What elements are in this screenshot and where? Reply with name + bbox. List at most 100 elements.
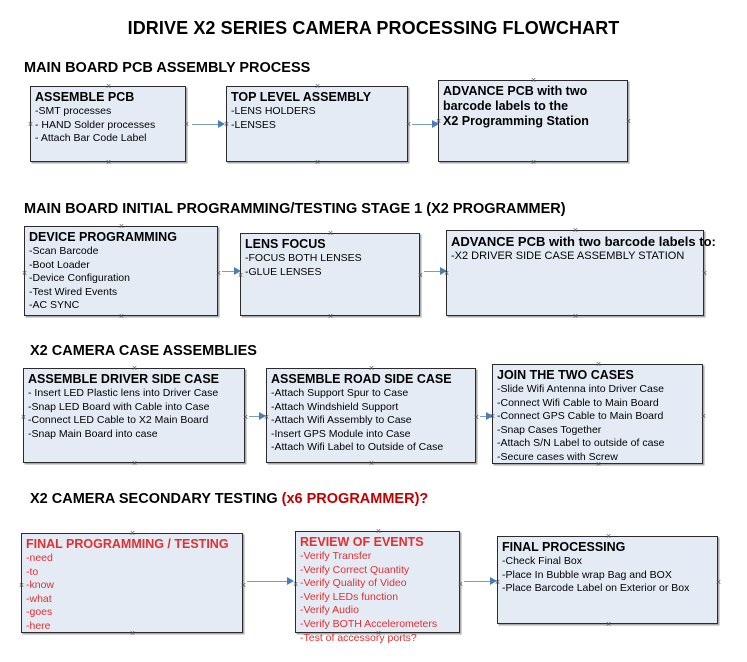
- section-heading-x2-camera-secondary-testing: X2 CAMERA SECONDARY TESTING (x6 PROGRAMM…: [30, 491, 428, 507]
- connection-handle-right[interactable]: [473, 414, 480, 421]
- node-line: -Snap LED Board with Cable into Case: [28, 400, 210, 413]
- connection-handle-right[interactable]: [417, 272, 424, 279]
- connection-handle-top[interactable]: [129, 530, 136, 537]
- node-title: ASSEMBLE ROAD SIDE CASE: [271, 372, 452, 386]
- node-assemble-road-side-case[interactable]: ASSEMBLE ROAD SIDE CASE -Attach Support …: [266, 368, 476, 463]
- node-line: -Secure cases with Screw: [497, 450, 618, 463]
- node-line: -LENS HOLDERS: [231, 105, 316, 117]
- page-title: IDRIVE X2 SERIES CAMERA PROCESSING FLOWC…: [127, 18, 620, 38]
- connection-handle-top[interactable]: [375, 528, 382, 535]
- node-join-the-two-cases[interactable]: JOIN THE TWO CASES -Slide Wifi Antenna i…: [492, 364, 703, 464]
- node-line: -Connect Wifi Cable to Main Board: [497, 396, 659, 409]
- node-line: -Snap Main Board into case: [28, 427, 158, 440]
- connector-final-programming-to-review: [247, 581, 291, 582]
- connection-handle-left[interactable]: [263, 414, 270, 421]
- node-assemble-driver-side-case[interactable]: ASSEMBLE DRIVER SIDE CASE - Insert LED P…: [23, 368, 245, 463]
- node-line: -AC SYNC: [29, 299, 80, 312]
- connector-assemble-pcb-to-top-level: [192, 124, 220, 125]
- node-title: ASSEMBLE DRIVER SIDE CASE: [28, 372, 220, 386]
- node-title-line3: X2 Programming Station: [443, 114, 589, 128]
- node-line: -Test Wired Events: [29, 285, 118, 298]
- node-final-programming-testing[interactable]: FINAL PROGRAMMING / TESTING -need -to -k…: [21, 533, 243, 633]
- connection-handle-bottom[interactable]: [530, 159, 537, 166]
- connection-handle-right[interactable]: [715, 579, 722, 586]
- connection-handle-left[interactable]: [443, 270, 450, 277]
- node-title: REVIEW OF EVENTS: [300, 535, 424, 549]
- connection-handle-top[interactable]: [131, 365, 138, 372]
- node-line: -Verify Quality of Video: [300, 577, 407, 590]
- node-advance-pcb-x2-station[interactable]: ADVANCE PCB with two barcode labels to t…: [438, 80, 628, 162]
- node-lens-focus[interactable]: LENS FOCUS -FOCUS BOTH LENSES -GLUE LENS…: [240, 233, 420, 316]
- node-top-level-assembly[interactable]: TOP LEVEL ASSEMBLY -LENS HOLDERS -LENSES: [226, 86, 408, 162]
- connection-handle-left[interactable]: [237, 272, 244, 279]
- connection-handle-left[interactable]: [20, 414, 27, 421]
- connection-handle-top[interactable]: [530, 77, 537, 84]
- connection-handle-left[interactable]: [292, 581, 299, 588]
- connection-handle-right[interactable]: [700, 413, 707, 420]
- connection-handle-right[interactable]: [405, 121, 412, 128]
- node-device-programming[interactable]: DEVICE PROGRAMMING -Scan Barcode -Boot L…: [24, 226, 218, 316]
- node-line: - HAND Solder processes: [35, 118, 156, 131]
- connection-handle-bottom[interactable]: [368, 460, 375, 467]
- connection-handle-bottom[interactable]: [118, 313, 125, 320]
- connection-handle-bottom[interactable]: [595, 461, 602, 468]
- connection-handle-bottom[interactable]: [105, 159, 112, 166]
- node-line: -goes: [26, 606, 53, 619]
- node-line: -Attach S/N Label to outside of case: [497, 437, 665, 450]
- connection-handle-left[interactable]: [494, 579, 501, 586]
- connection-handle-left[interactable]: [21, 270, 28, 277]
- node-final-processing[interactable]: FINAL PROCESSING -Check Final Box -Place…: [497, 536, 718, 624]
- connection-handle-top[interactable]: [595, 361, 602, 368]
- connection-handle-bottom[interactable]: [375, 630, 382, 637]
- section-heading-x2-camera-case-assemblies: X2 CAMERA CASE ASSEMBLIES: [30, 343, 257, 359]
- connection-handle-bottom[interactable]: [327, 313, 334, 320]
- connection-handle-left[interactable]: [27, 121, 34, 128]
- connection-handle-top[interactable]: [327, 230, 334, 237]
- connection-handle-bottom[interactable]: [131, 460, 138, 467]
- connection-handle-right[interactable]: [215, 270, 222, 277]
- node-line: -Boot Loader: [29, 258, 90, 271]
- node-line: -Verify Correct Quantity: [300, 563, 410, 576]
- node-title: LENS FOCUS: [245, 237, 326, 251]
- node-title: ADVANCE PCB with two barcode labels to:: [451, 234, 716, 249]
- node-line: -Attach Wifi Label to Outside of Case: [271, 441, 444, 454]
- connection-handle-top[interactable]: [118, 223, 125, 230]
- node-review-of-events[interactable]: REVIEW OF EVENTS -Verify Transfer -Verif…: [292, 528, 460, 644]
- node-line-overflow: -Test of accessory ports?: [300, 631, 417, 644]
- connection-handle-left[interactable]: [489, 413, 496, 420]
- connection-handle-right[interactable]: [183, 121, 190, 128]
- node-title: FINAL PROCESSING: [502, 540, 626, 554]
- connection-handle-bottom[interactable]: [129, 630, 136, 637]
- node-line: -X2 DRIVER SIDE CASE ASSEMBLY STATION: [451, 250, 685, 262]
- connection-handle-top[interactable]: [314, 83, 321, 90]
- node-line: -Attach Support Spur to Case: [271, 387, 409, 399]
- connection-handle-right[interactable]: [625, 118, 632, 125]
- connection-handle-bottom[interactable]: [605, 621, 612, 628]
- connection-handle-right[interactable]: [242, 414, 249, 421]
- connection-handle-top[interactable]: [605, 533, 612, 540]
- node-line: -Verify Transfer: [300, 550, 372, 562]
- connection-handle-bottom[interactable]: [314, 159, 321, 166]
- node-title: ASSEMBLE PCB: [35, 90, 135, 104]
- connection-handle-left[interactable]: [435, 118, 442, 125]
- node-line: -Check Final Box: [502, 555, 582, 567]
- section-heading-main-board-pcb-assembly: MAIN BOARD PCB ASSEMBLY PROCESS: [24, 60, 310, 76]
- connection-handle-left[interactable]: [18, 582, 25, 589]
- connector-lens-focus-to-advance-pcb: [424, 271, 444, 272]
- section-heading-main-board-initial-programming: MAIN BOARD INITIAL PROGRAMMING/TESTING S…: [24, 201, 566, 217]
- connection-handle-top[interactable]: [368, 365, 375, 372]
- node-advance-pcb-driver-side[interactable]: ADVANCE PCB with two barcode labels to: …: [443, 227, 716, 316]
- node-line: -what: [26, 592, 52, 605]
- connection-handle-bottom[interactable]: [572, 313, 579, 320]
- node-assemble-pcb[interactable]: ASSEMBLE PCB -SMT processes - HAND Solde…: [30, 86, 186, 162]
- section-heading-text: X2 CAMERA SECONDARY TESTING: [30, 491, 282, 507]
- connection-handle-left[interactable]: [223, 121, 230, 128]
- connection-handle-right[interactable]: [457, 581, 464, 588]
- node-line: -Connect LED Cable to X2 Main Board: [28, 414, 209, 427]
- connection-handle-right[interactable]: [701, 270, 708, 277]
- node-line: -know: [26, 579, 55, 592]
- connection-handle-top[interactable]: [105, 83, 112, 90]
- connection-handle-right[interactable]: [240, 582, 247, 589]
- connection-handle-top[interactable]: [572, 227, 579, 234]
- section-heading-text: MAIN BOARD PCB ASSEMBLY PROCESS: [24, 60, 311, 76]
